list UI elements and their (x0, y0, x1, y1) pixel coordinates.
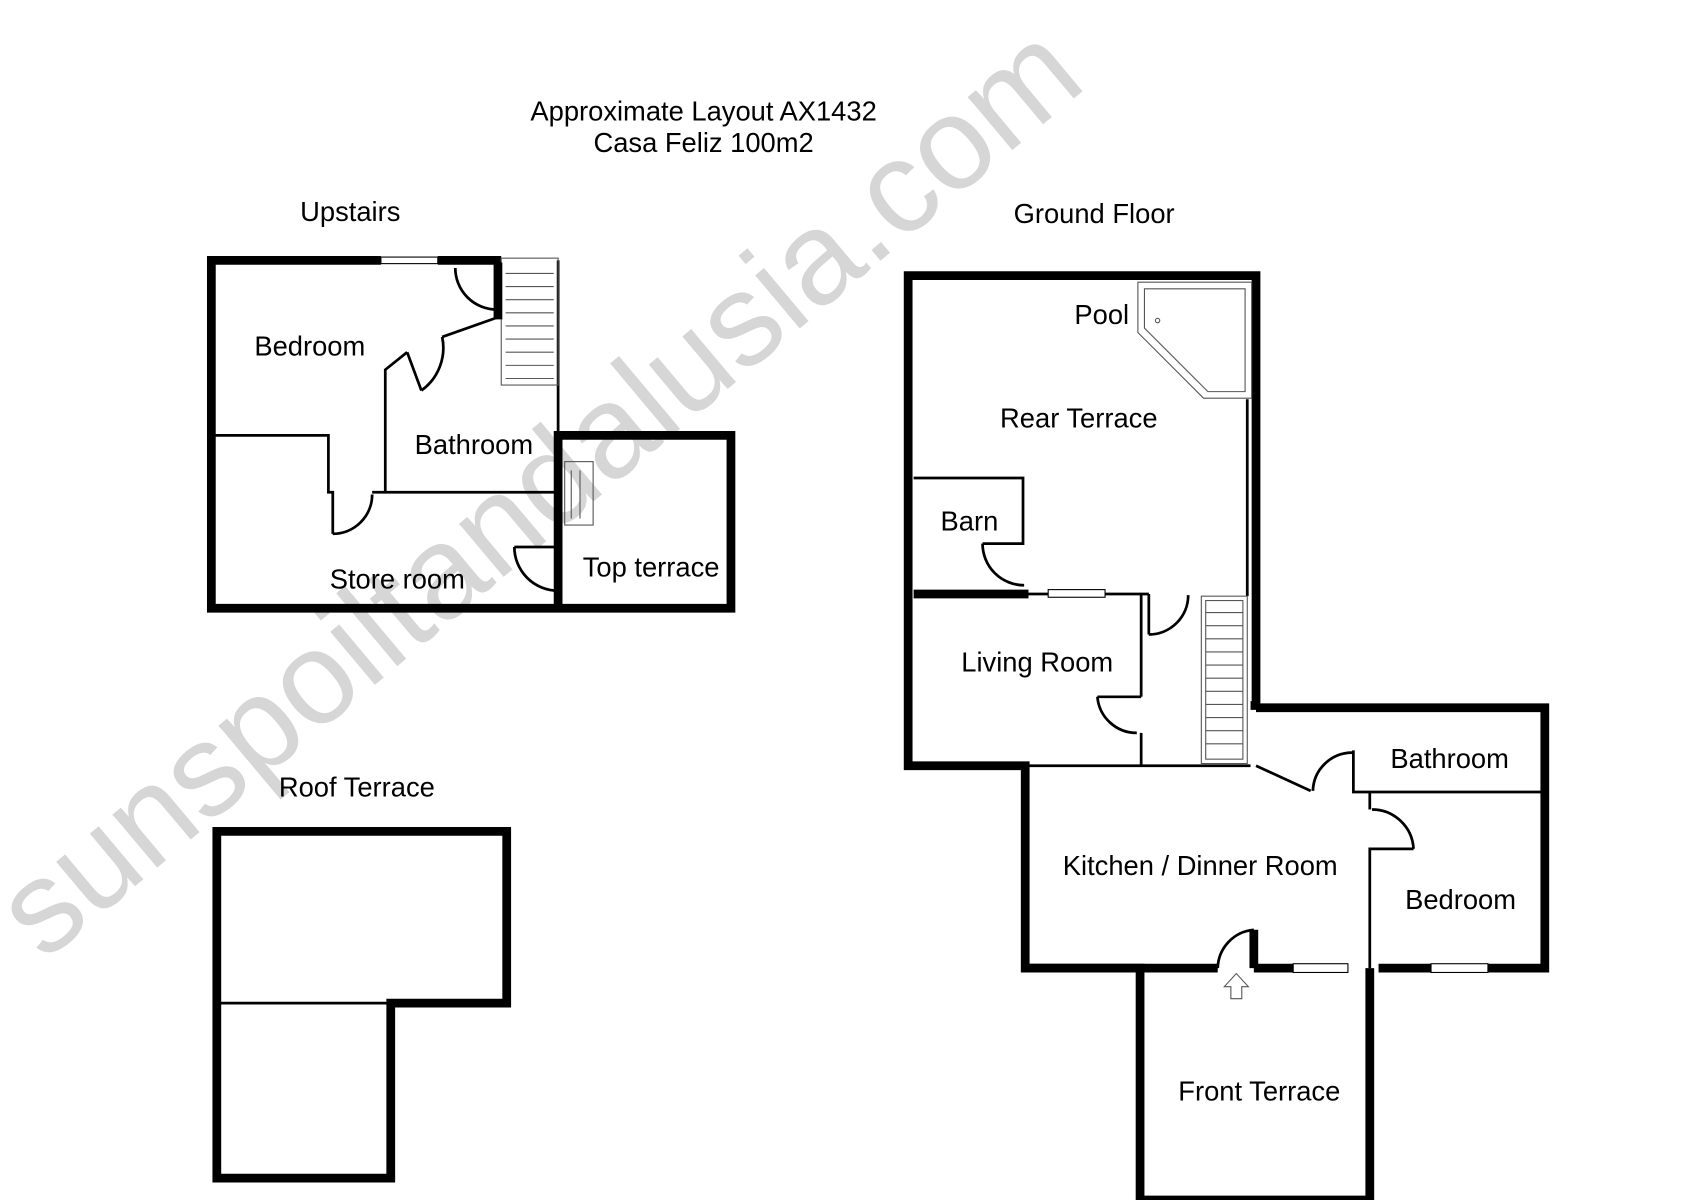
room-label-ground-bedroom: Bedroom (1405, 884, 1516, 915)
ground-floor-label: Ground Floor (1014, 198, 1175, 229)
roof-terrace-plan: Roof Terrace (212, 771, 512, 1183)
ground-floor-plan: Ground Floor (903, 198, 1550, 1200)
room-label-pool: Pool (1074, 299, 1129, 330)
roof-terrace-label: Roof Terrace (279, 771, 435, 802)
pool (1137, 281, 1253, 399)
staircase-upstairs (500, 257, 559, 386)
room-label-kitchen: Kitchen / Dinner Room (1063, 850, 1338, 881)
staircase-ground (1200, 595, 1248, 765)
entrance-arrow-icon (1223, 972, 1250, 1000)
room-label-upstairs-bathroom: Bathroom (415, 429, 533, 460)
room-label-upstairs-bedroom: Bedroom (254, 331, 365, 362)
room-label-top-terrace: Top terrace (583, 551, 720, 582)
upstairs-label: Upstairs (300, 196, 400, 227)
room-label-rear-terrace: Rear Terrace (1000, 403, 1157, 434)
plan-title: Approximate Layout AX1432 (530, 95, 876, 126)
plan-subtitle: Casa Feliz 100m2 (593, 127, 813, 158)
upstairs-plan: Upstairs Bedroom Bathroom Store (206, 196, 736, 613)
room-label-ground-bathroom: Bathroom (1390, 743, 1508, 774)
room-label-barn: Barn (941, 506, 999, 537)
room-label-store-room: Store room (330, 564, 465, 595)
room-label-front-terrace: Front Terrace (1178, 1075, 1340, 1106)
room-label-living-room: Living Room (961, 647, 1113, 678)
